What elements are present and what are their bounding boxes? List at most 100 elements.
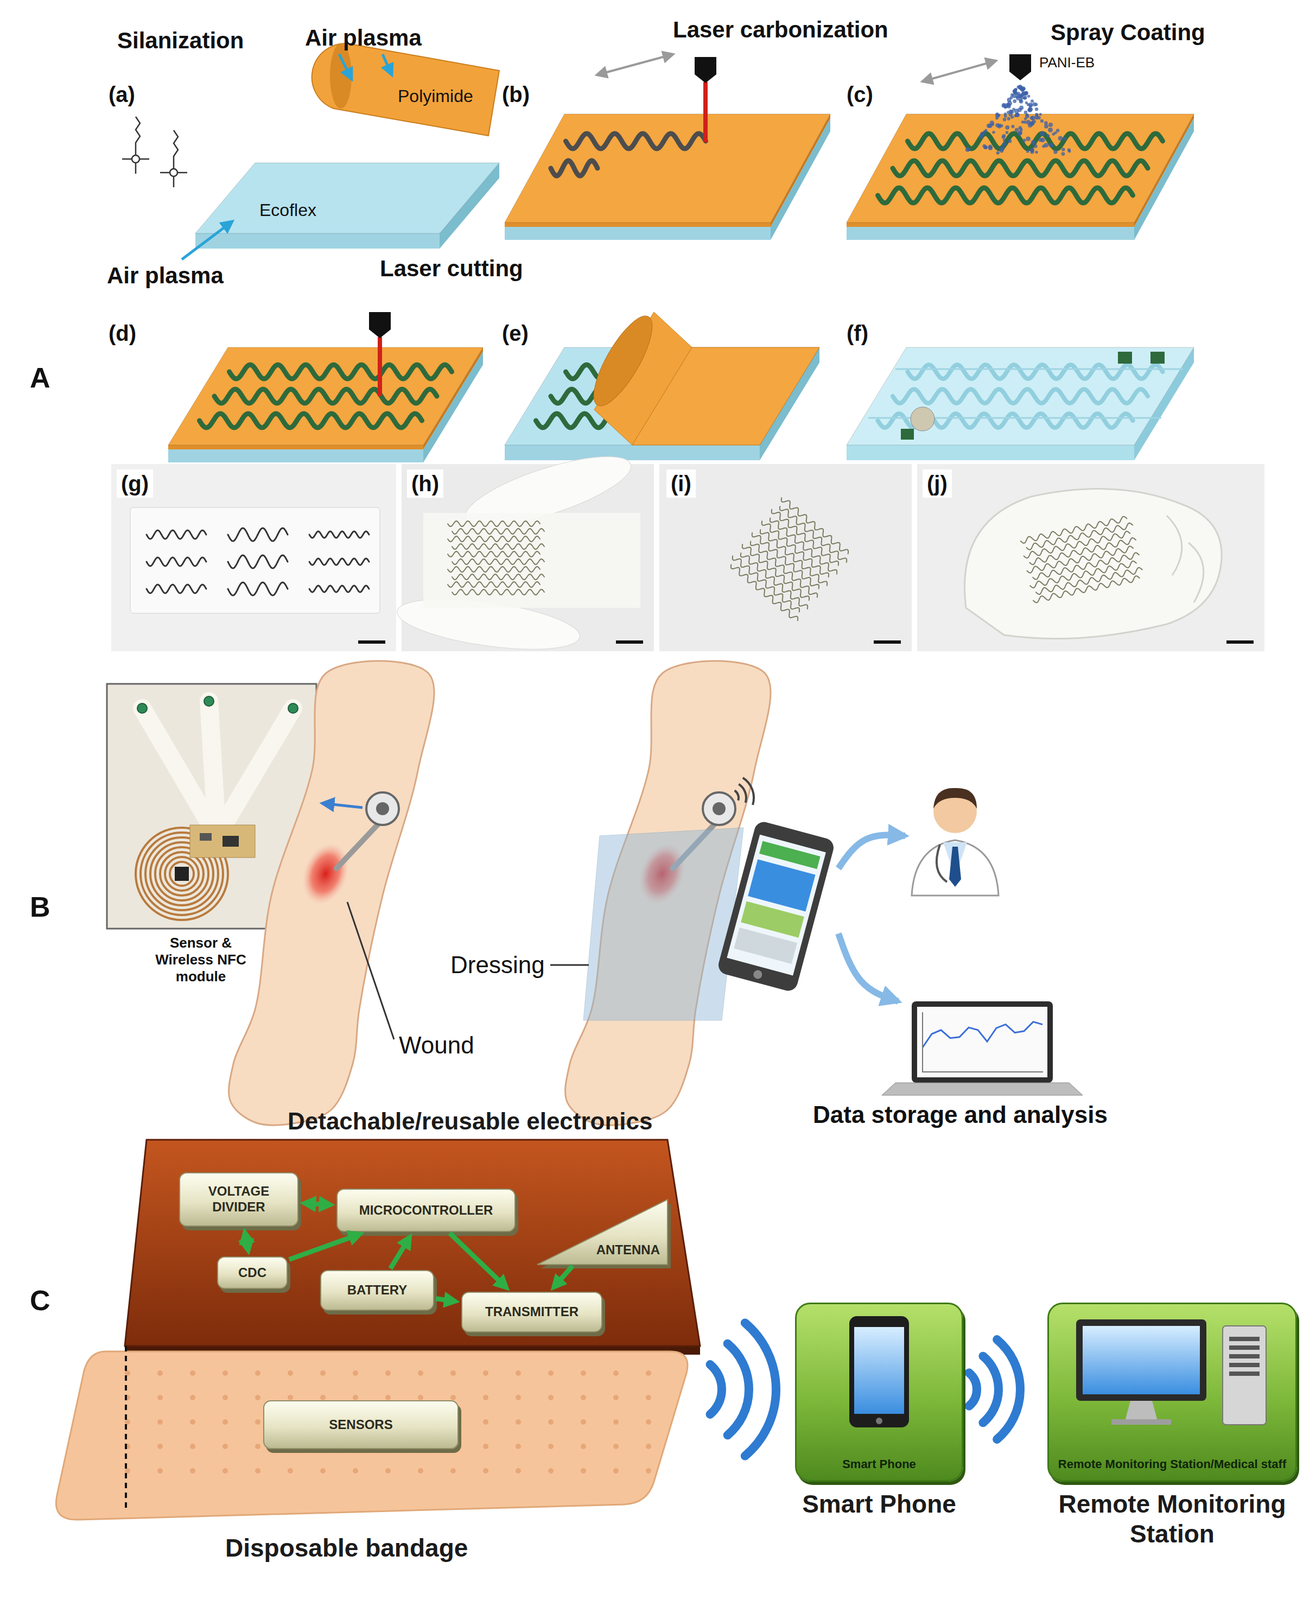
spray-droplet <box>1027 107 1033 113</box>
bandage-pore <box>255 1419 261 1425</box>
panel-label: B <box>29 889 51 924</box>
serpentine-trace <box>146 530 207 539</box>
polyimide-roll <box>329 43 352 109</box>
spray-droplet <box>1025 113 1029 118</box>
wireless-wave <box>727 1343 749 1436</box>
bandage-pore <box>320 1394 326 1401</box>
serpentine-trace <box>1032 575 1141 603</box>
bandage-pore <box>320 1467 326 1474</box>
component-block: TRANSMITTER <box>461 1291 603 1333</box>
nfc-coil <box>160 852 204 896</box>
bandage-pore <box>352 1370 359 1376</box>
bandage-pore <box>613 1443 619 1449</box>
signal-arrow <box>554 1265 573 1287</box>
spray-droplet <box>1047 127 1053 133</box>
serpentine-trace <box>452 528 545 534</box>
spray-droplet <box>1007 117 1011 121</box>
subfigure-label: (d) <box>108 320 137 347</box>
phone-body <box>716 819 836 994</box>
nfc-coil <box>164 856 199 891</box>
molecule-bond <box>135 162 137 174</box>
nfc-module <box>702 792 736 825</box>
polyimide-roll <box>583 308 663 414</box>
bandage-pore <box>613 1419 619 1425</box>
spray-droplet <box>1067 149 1071 153</box>
slab-front <box>195 233 440 249</box>
leader-line <box>550 964 589 966</box>
molecule-bond <box>122 158 132 161</box>
wireless-wave <box>734 790 739 801</box>
spray-droplet <box>1012 88 1017 94</box>
spray-droplet <box>1039 131 1045 137</box>
bandage-pore <box>385 1370 391 1376</box>
molecule-bond <box>173 176 175 188</box>
spray-droplet <box>1006 110 1010 114</box>
sensor-array <box>1020 515 1145 604</box>
spray-droplet <box>996 151 1000 155</box>
bandage-pore <box>157 1467 163 1474</box>
wireless-wave <box>982 1356 999 1423</box>
leader-line <box>347 901 394 1040</box>
antenna-shape <box>537 1199 668 1265</box>
spray-droplet <box>1048 142 1054 148</box>
bandage-pore <box>515 1443 521 1449</box>
bandage-pore <box>352 1467 359 1474</box>
spray-droplet <box>1012 93 1017 99</box>
spray-droplet <box>1005 130 1009 135</box>
spray-droplet <box>1046 134 1050 138</box>
serpentine-trace <box>566 133 707 149</box>
spray-droplet <box>1029 104 1033 107</box>
board-surface <box>124 1139 701 1346</box>
callout-label: Data storage and analysis <box>812 1100 1108 1130</box>
label-anchor: Laser carbonization <box>672 16 889 44</box>
spray-droplet <box>1034 107 1039 111</box>
stretched-film <box>423 512 641 608</box>
board-heading: Detachable/reusable electronics <box>287 1107 653 1136</box>
bandage-pore <box>515 1370 521 1376</box>
spray-droplet <box>1000 124 1004 128</box>
spray-droplet <box>1019 94 1022 98</box>
panel-label: C <box>29 1283 51 1318</box>
bandage-pore <box>124 1419 131 1425</box>
spray-droplet <box>1002 141 1007 146</box>
slab-top <box>846 113 1194 223</box>
serpentine-trace <box>452 589 545 595</box>
component-block: MICROCONTROLLER <box>336 1188 516 1232</box>
silane-structure <box>122 116 188 188</box>
nfc-module <box>712 802 726 816</box>
inset-caption: Sensor & Wireless NFC module <box>146 934 256 986</box>
monitor <box>1076 1319 1207 1401</box>
label-anchor: (b) <box>501 81 530 108</box>
spray-droplet <box>1019 99 1024 104</box>
serpentine-trace <box>227 528 288 542</box>
label-anchor: Data storage and analysis <box>812 1100 1108 1130</box>
material-label: Polyimide <box>397 85 474 107</box>
serpentine-trace <box>739 550 810 612</box>
sensor-strip <box>217 708 294 836</box>
serpentine-trace <box>309 558 370 565</box>
bandage-patch: Disposable bandageSENSORS <box>46 1345 692 1591</box>
subfigure-label: (b) <box>501 81 530 108</box>
contact-tab <box>1150 351 1165 364</box>
bandage-pore <box>124 1370 131 1376</box>
spray-droplet <box>1016 91 1021 97</box>
molecule-chain <box>135 116 141 155</box>
serpentine-trace <box>768 516 839 577</box>
component-block: VOLTAGE DIVIDER <box>179 1172 299 1227</box>
laser-head <box>369 312 391 339</box>
drive-slot <box>1229 1345 1260 1350</box>
bandage-pore <box>548 1419 554 1425</box>
spray-droplet <box>1034 150 1038 154</box>
spray-droplet <box>1010 115 1014 119</box>
serpentine-trace <box>146 584 207 594</box>
arrow-line <box>322 803 363 808</box>
serpentine-trace <box>778 504 849 565</box>
sensor-electrode <box>204 696 214 707</box>
panel-b-illustration <box>106 660 1083 1125</box>
spray-droplet <box>1031 140 1036 145</box>
bandage-pore <box>287 1394 294 1401</box>
label-anchor: Laser cutting <box>379 255 524 283</box>
spray-droplet <box>1061 147 1065 151</box>
bandage-pore <box>222 1419 228 1425</box>
